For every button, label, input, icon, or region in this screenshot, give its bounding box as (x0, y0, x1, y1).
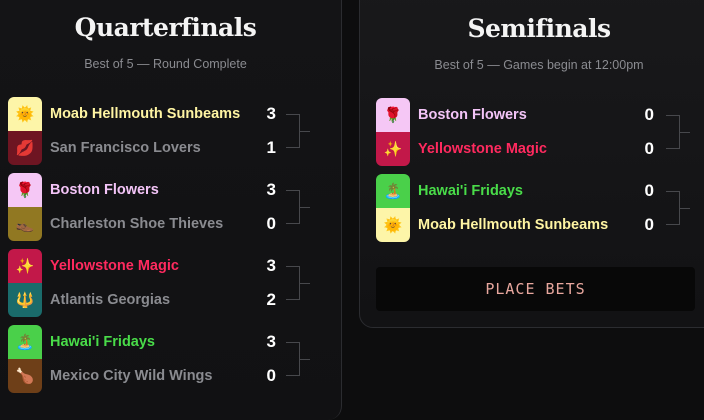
team-row[interactable]: ✨ Yellowstone Magic 3 (8, 249, 332, 283)
team-name: Boston Flowers (50, 182, 159, 198)
bracket-line (666, 191, 680, 225)
team-name: Boston Flowers (418, 107, 527, 123)
team-score: 0 (644, 181, 654, 200)
team-score: 1 (266, 138, 276, 157)
team-score: 3 (266, 332, 276, 351)
team-row[interactable]: 🌞 Moab Hellmouth Sunbeams 0 (376, 208, 704, 242)
team-name: Moab Hellmouth Sunbeams (418, 217, 609, 233)
team-name: Hawai'i Fridays (50, 334, 155, 350)
team-row[interactable]: 💋 San Francisco Lovers 1 (8, 131, 332, 165)
bracket-line (680, 132, 690, 133)
rose-icon: 🌹 (376, 98, 410, 132)
quarterfinal-match-1: 🌞 Moab Hellmouth Sunbeams 3 💋 San Franci… (8, 97, 332, 165)
semifinals-panel: Semifinals Best of 5 — Games begin at 12… (359, 0, 704, 328)
semifinals-subtitle: Best of 5 — Games begin at 12:00pm (434, 58, 644, 72)
bracket-line (300, 283, 310, 284)
team-row[interactable]: ✨ Yellowstone Magic 0 (376, 132, 704, 166)
team-name: San Francisco Lovers (50, 140, 201, 156)
team-score: 2 (266, 290, 276, 309)
bracket-line (286, 266, 300, 300)
drumstick-icon: 🍗 (8, 359, 42, 393)
semifinal-match-2: 🏝️ Hawai'i Fridays 0 🌞 Moab Hellmouth Su… (376, 174, 704, 242)
island-icon: 🏝️ (376, 174, 410, 208)
trident-icon: 🔱 (8, 283, 42, 317)
bracket-line (680, 208, 690, 209)
team-score: 0 (644, 139, 654, 158)
semifinal-match-1: 🌹 Boston Flowers 0 ✨ Yellowstone Magic 0 (376, 98, 704, 166)
team-name: Yellowstone Magic (418, 141, 547, 157)
quarterfinal-match-4: 🏝️ Hawai'i Fridays 3 🍗 Mexico City Wild … (8, 325, 332, 393)
team-score: 0 (644, 105, 654, 124)
team-score: 0 (266, 214, 276, 233)
quarterfinals-panel: Quarterfinals Best of 5 — Round Complete… (0, 0, 342, 420)
team-row[interactable]: 🏝️ Hawai'i Fridays 3 (8, 325, 332, 359)
bracket-line (286, 114, 300, 148)
team-name: Mexico City Wild Wings (50, 368, 213, 384)
team-name: Charleston Shoe Thieves (50, 216, 224, 232)
team-row[interactable]: 🌹 Boston Flowers 3 (8, 173, 332, 207)
team-row[interactable]: 👞 Charleston Shoe Thieves 0 (8, 207, 332, 241)
quarterfinals-title: Quarterfinals (74, 13, 257, 42)
sun-icon: 🌞 (376, 208, 410, 242)
team-row[interactable]: 🌞 Moab Hellmouth Sunbeams 3 (8, 97, 332, 131)
team-score: 3 (266, 104, 276, 123)
bracket-line (300, 207, 310, 208)
team-score: 3 (266, 256, 276, 275)
bracket-line (286, 342, 300, 376)
bracket-line (300, 131, 310, 132)
semifinals-title: Semifinals (467, 14, 611, 43)
island-icon: 🏝️ (8, 325, 42, 359)
place-bets-button[interactable]: PLACE BETS (376, 267, 695, 311)
team-score: 0 (266, 366, 276, 385)
team-row[interactable]: 🔱 Atlantis Georgias 2 (8, 283, 332, 317)
sparkles-icon: ✨ (376, 132, 410, 166)
team-name: Hawai'i Fridays (418, 183, 523, 199)
team-row[interactable]: 🍗 Mexico City Wild Wings 0 (8, 359, 332, 393)
bracket-line (666, 115, 680, 149)
sparkles-icon: ✨ (8, 249, 42, 283)
team-name: Atlantis Georgias (50, 292, 171, 308)
team-name: Yellowstone Magic (50, 258, 179, 274)
team-name: Moab Hellmouth Sunbeams (50, 106, 241, 122)
bracket-line (300, 359, 310, 360)
team-score: 0 (644, 215, 654, 234)
team-row[interactable]: 🏝️ Hawai'i Fridays 0 (376, 174, 704, 208)
rose-icon: 🌹 (8, 173, 42, 207)
shoe-icon: 👞 (8, 207, 42, 241)
quarterfinal-match-2: 🌹 Boston Flowers 3 👞 Charleston Shoe Thi… (8, 173, 332, 241)
bracket-line (286, 190, 300, 224)
quarterfinals-subtitle: Best of 5 — Round Complete (84, 57, 247, 71)
team-score: 3 (266, 180, 276, 199)
team-row[interactable]: 🌹 Boston Flowers 0 (376, 98, 704, 132)
sun-icon: 🌞 (8, 97, 42, 131)
quarterfinal-match-3: ✨ Yellowstone Magic 3 🔱 Atlantis Georgia… (8, 249, 332, 317)
kiss-icon: 💋 (8, 131, 42, 165)
